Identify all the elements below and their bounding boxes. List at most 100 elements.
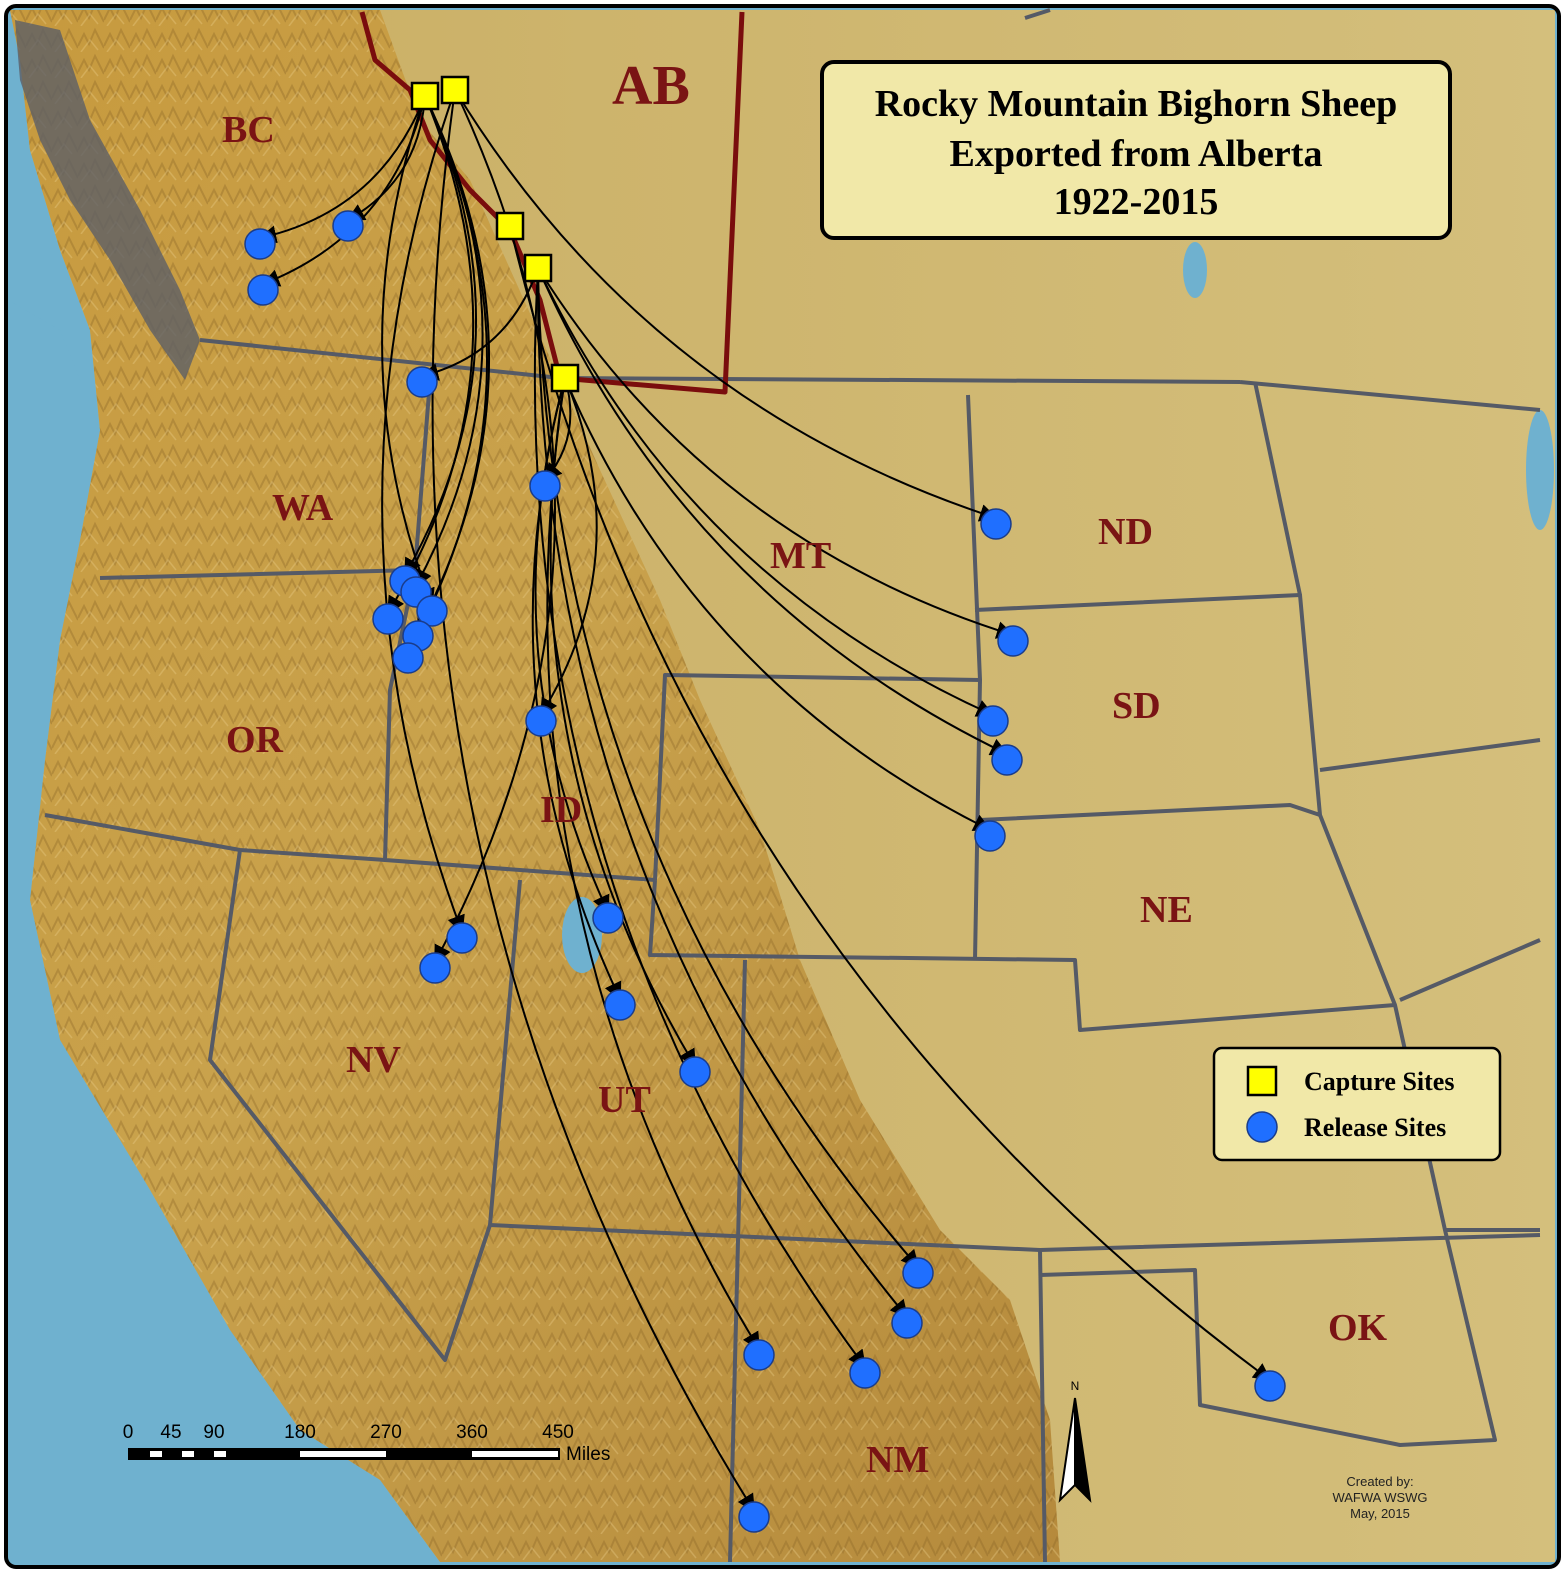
scale-tick-1: 45 bbox=[160, 1422, 181, 1443]
release-site bbox=[525, 705, 557, 737]
title-line-3: 1922-2015 bbox=[1054, 181, 1219, 223]
legend-release-label: Release Sites bbox=[1304, 1113, 1446, 1142]
scale-tick-0: 0 bbox=[123, 1422, 134, 1443]
capture-site bbox=[550, 363, 580, 393]
flow-line bbox=[533, 267, 867, 1369]
label-id: ID bbox=[540, 789, 582, 831]
capture-site bbox=[495, 211, 525, 241]
flow-line bbox=[564, 377, 992, 831]
release-site bbox=[372, 603, 404, 635]
release-site bbox=[902, 1257, 934, 1289]
flow-line bbox=[387, 95, 475, 615]
alberta-border bbox=[359, 11, 745, 395]
capture-site bbox=[523, 253, 553, 283]
flow-line bbox=[404, 95, 477, 577]
scale-tick-3: 180 bbox=[284, 1422, 316, 1443]
release-site bbox=[247, 274, 279, 306]
release-sites bbox=[244, 210, 1286, 1533]
flow-line bbox=[407, 95, 488, 654]
credit-line-2: WAFWA WSWG bbox=[1332, 1490, 1427, 1505]
release-site bbox=[392, 642, 424, 674]
north-label: N bbox=[1071, 1379, 1080, 1393]
release-site-icon bbox=[1246, 1111, 1278, 1143]
flow-line bbox=[381, 95, 435, 607]
release-site bbox=[416, 595, 448, 627]
title-line-2: Exported from Alberta bbox=[950, 133, 1323, 175]
release-site bbox=[592, 902, 624, 934]
map-border bbox=[4, 4, 1561, 1569]
label-ne: NE bbox=[1140, 889, 1193, 931]
release-site bbox=[980, 508, 1012, 540]
release-site bbox=[446, 922, 478, 954]
capture-site bbox=[440, 75, 470, 105]
release-site bbox=[977, 705, 1009, 737]
pacific-coast bbox=[8, 300, 440, 1565]
label-nd: ND bbox=[1098, 511, 1153, 553]
release-site bbox=[529, 470, 561, 502]
flow-line bbox=[420, 267, 539, 381]
label-ok: OK bbox=[1328, 1307, 1388, 1349]
title-line-1: Rocky Mountain Bighorn Sheep bbox=[875, 83, 1398, 125]
sask-lake bbox=[1183, 242, 1207, 298]
scale-tick-5: 360 bbox=[456, 1422, 488, 1443]
label-or: OR bbox=[226, 719, 284, 761]
credit-line-1: Created by: bbox=[1346, 1474, 1413, 1489]
scale-tick-2: 90 bbox=[203, 1422, 224, 1443]
flow-line bbox=[531, 377, 622, 1001]
flow-line bbox=[537, 267, 995, 717]
release-site bbox=[743, 1339, 775, 1371]
release-site bbox=[849, 1357, 881, 1389]
credit-line-3: May, 2015 bbox=[1350, 1506, 1410, 1521]
label-wa: WA bbox=[272, 487, 334, 529]
flow-line bbox=[540, 377, 598, 717]
label-ab: AB bbox=[612, 55, 690, 117]
flow-line bbox=[537, 267, 920, 1269]
state-labels: AB BC WA OR ID MT ND SD NE NV UT NM OK bbox=[222, 55, 1388, 1481]
title-box: Rocky Mountain Bighorn Sheep Exported fr… bbox=[820, 60, 1452, 240]
release-site bbox=[974, 820, 1006, 852]
capture-site bbox=[410, 81, 440, 111]
flow-line bbox=[258, 95, 426, 244]
label-bc: BC bbox=[222, 109, 275, 151]
flow-line bbox=[537, 267, 1009, 756]
release-site bbox=[332, 210, 364, 242]
capture-sites bbox=[410, 75, 580, 393]
release-site bbox=[997, 625, 1029, 657]
release-site bbox=[891, 1307, 923, 1339]
release-site bbox=[419, 952, 451, 984]
legend-capture-label: Capture Sites bbox=[1304, 1067, 1454, 1096]
scale-tick-6: 450 bbox=[542, 1422, 574, 1443]
label-nm: NM bbox=[866, 1439, 929, 1481]
release-site bbox=[406, 366, 438, 398]
release-site bbox=[1254, 1370, 1286, 1402]
flow-line bbox=[454, 89, 998, 522]
legend: Capture Sites Release Sites bbox=[1212, 1046, 1502, 1162]
scale-tick-4: 270 bbox=[370, 1422, 402, 1443]
bc-coast bbox=[15, 20, 200, 380]
flow-line bbox=[509, 225, 1272, 1382]
release-site bbox=[991, 744, 1023, 776]
scale-bar: 0 45 90 180 270 360 450 Miles bbox=[123, 1422, 611, 1465]
north-arrow-icon: N bbox=[1058, 1379, 1092, 1503]
capture-site-icon bbox=[1246, 1065, 1278, 1097]
release-site bbox=[738, 1501, 770, 1533]
label-ut: UT bbox=[598, 1079, 651, 1121]
flow-line bbox=[537, 267, 1015, 639]
release-site bbox=[679, 1056, 711, 1088]
terrain-texture bbox=[10, 10, 1060, 1562]
label-sd: SD bbox=[1112, 685, 1161, 727]
great-salt-lake bbox=[562, 897, 602, 973]
scale-unit: Miles bbox=[566, 1444, 610, 1465]
release-site bbox=[244, 228, 276, 260]
lake-michigan bbox=[1526, 410, 1554, 530]
flow-line bbox=[536, 267, 909, 1319]
flow-line bbox=[381, 89, 465, 934]
flow-line bbox=[546, 377, 760, 1351]
credit: Created by: WAFWA WSWG May, 2015 bbox=[1332, 1474, 1427, 1521]
release-site bbox=[604, 989, 636, 1021]
flow-line bbox=[431, 89, 755, 1513]
label-nv: NV bbox=[346, 1039, 401, 1081]
label-mt: MT bbox=[770, 535, 831, 577]
